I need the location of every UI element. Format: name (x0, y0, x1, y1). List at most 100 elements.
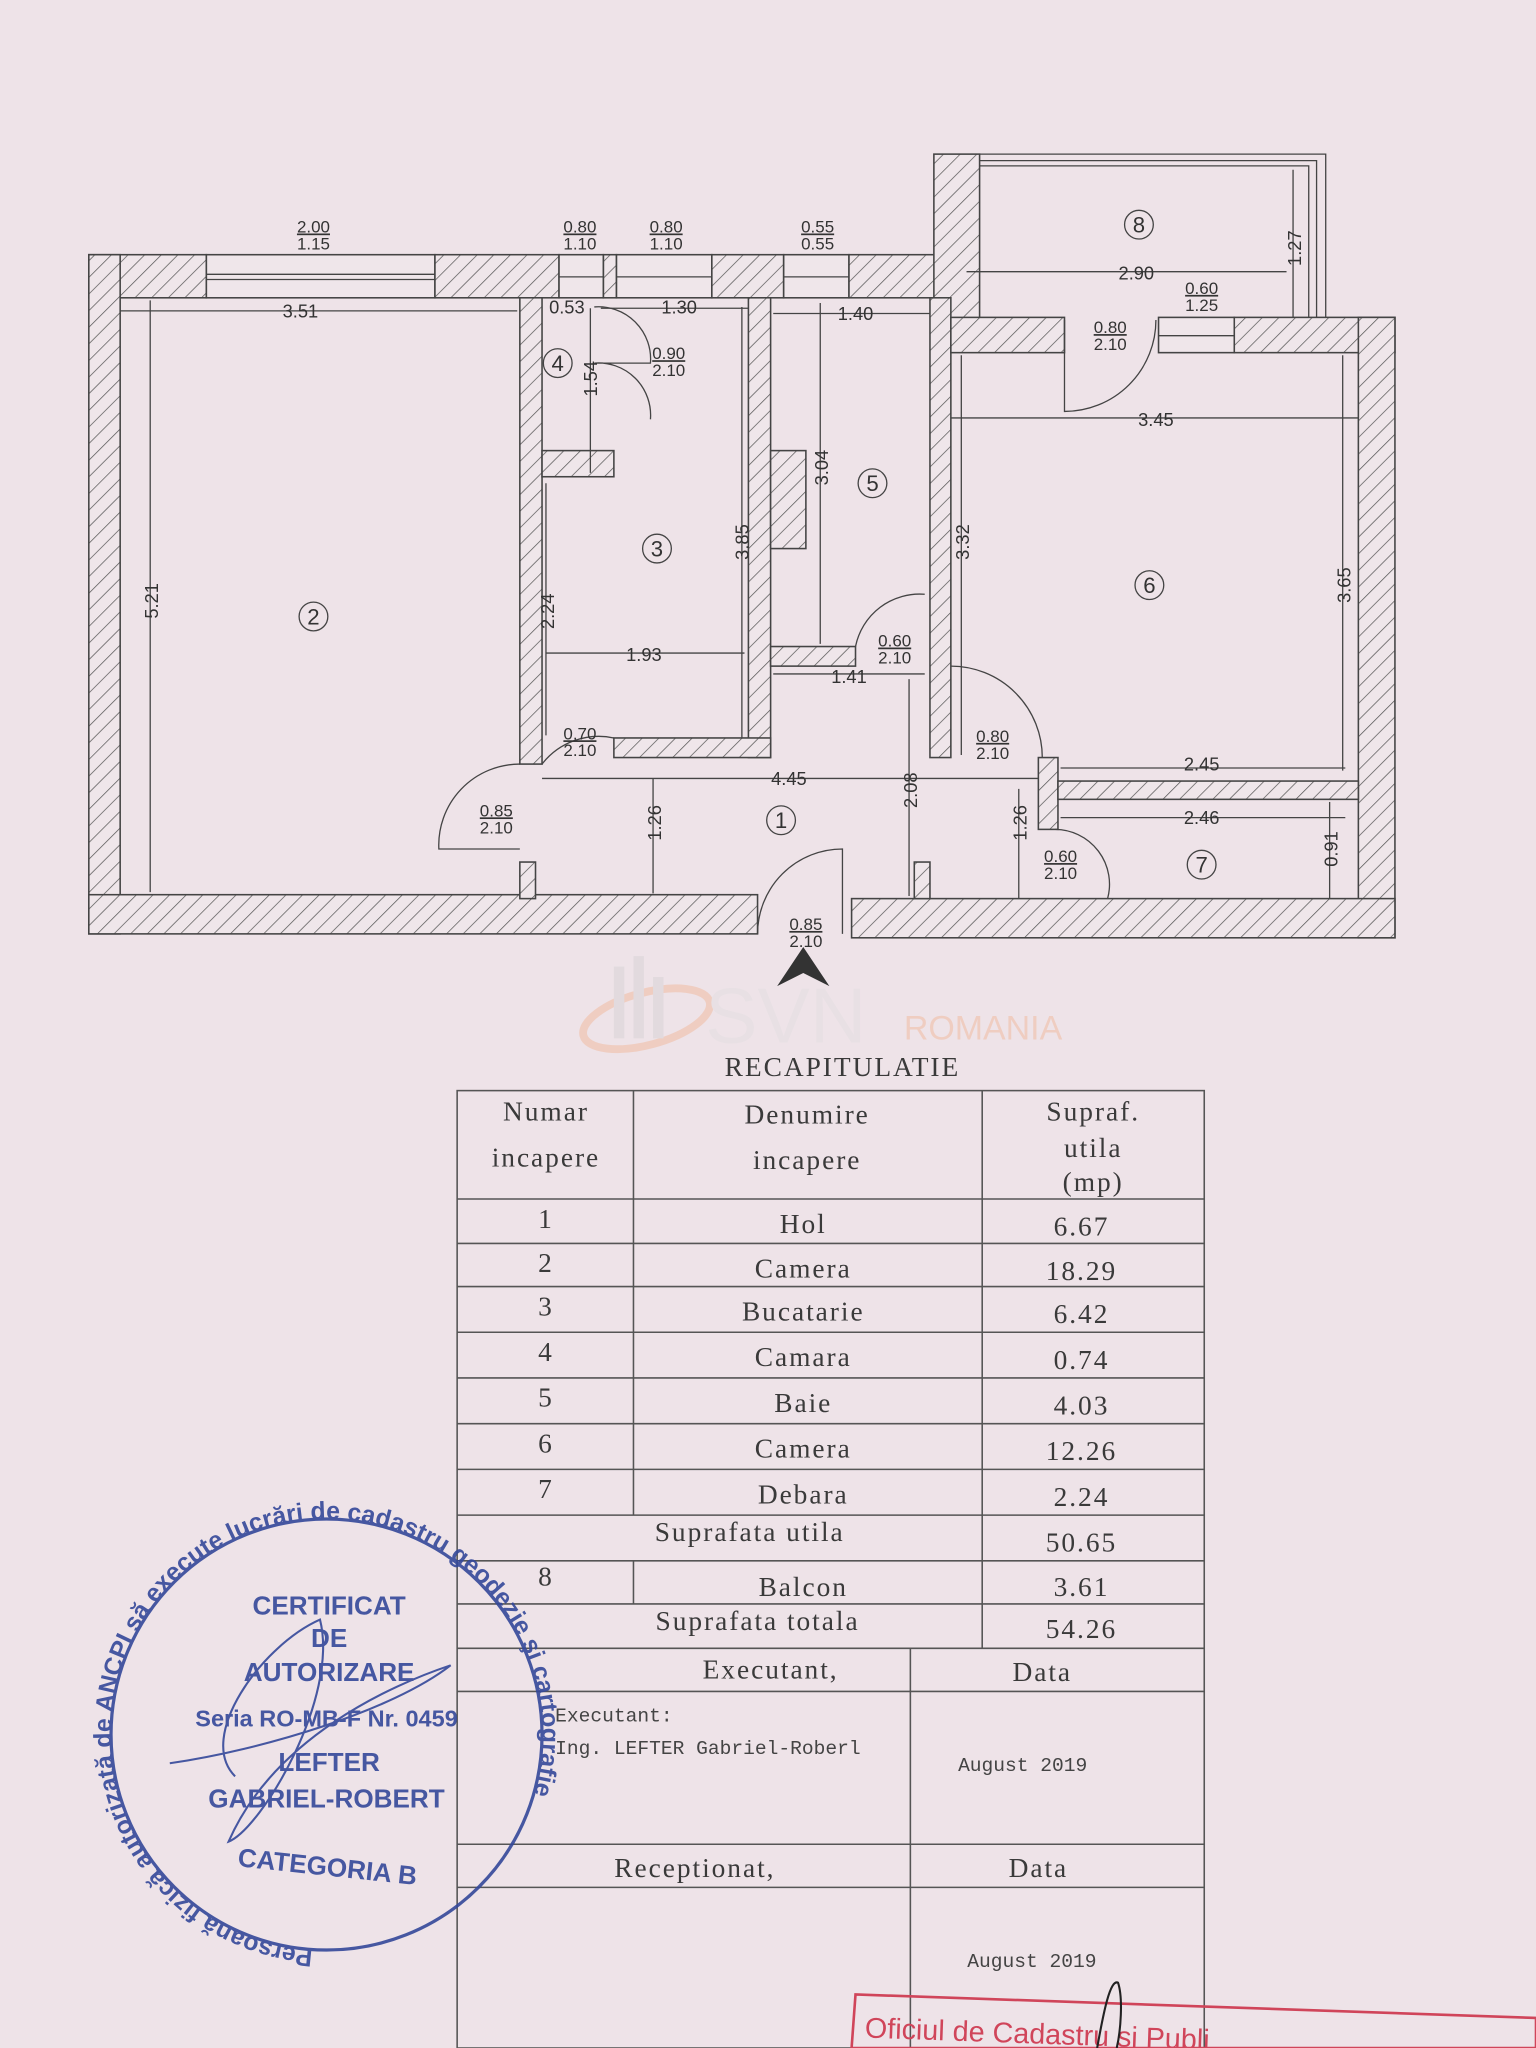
receptionat-date: August 2019 (967, 1951, 1096, 1973)
opening-height: 2.10 (1044, 864, 1077, 883)
room-number-6: 6 (1134, 570, 1165, 601)
door-swing (1063, 319, 1157, 413)
wall (1037, 756, 1059, 831)
signature (169, 1618, 452, 1844)
header-cell: Numar (503, 1097, 589, 1127)
svg-text:1: 1 (775, 808, 787, 833)
opening-height: 2.10 (652, 361, 685, 380)
opening-height: 2.10 (480, 818, 513, 837)
table-cell-area: 12.26 (1046, 1436, 1117, 1466)
dim-label: 4.45 (771, 768, 807, 789)
total-area-label: Suprafata totala (656, 1606, 860, 1636)
dim-label: 1.41 (831, 666, 867, 687)
room-number-5: 5 (857, 468, 888, 499)
date-label: Data (1012, 1657, 1072, 1687)
room-number-3: 3 (641, 533, 672, 564)
opening-width: 0.60 (1185, 279, 1218, 298)
door-swing (1055, 828, 1111, 899)
stamp-line: CERTIFICAT (253, 1590, 406, 1620)
room-number-1: 1 (766, 805, 797, 836)
executant-label: Executant, (703, 1654, 839, 1684)
opening-height: 2.10 (878, 649, 911, 668)
wall (1357, 316, 1396, 939)
header-cell: incapere (753, 1145, 861, 1175)
svg-text:4: 4 (552, 351, 564, 376)
dim-label: 3.45 (1138, 409, 1174, 430)
floor-plan: 3.51 0.53 1.30 1.40 2.90 1.27 3.45 5.21 … (88, 153, 1396, 987)
table-cell-area: 4.03 (1054, 1391, 1110, 1421)
dim-label: 1.93 (626, 644, 662, 665)
table-title: RECAPITULATIE (725, 1052, 961, 1082)
wall (613, 737, 772, 759)
wall (933, 153, 981, 321)
dim-label: 2.46 (1184, 807, 1220, 828)
table-cell-nr: 5 (538, 1383, 554, 1413)
table-cell: 3.61 (1054, 1572, 1110, 1602)
header-cell: incapere (492, 1142, 600, 1172)
wall (711, 253, 785, 299)
door-swing (854, 593, 925, 647)
opening-width: 2.00 (297, 217, 330, 236)
authorization-stamp: Persoană fizică autorizată de ANCPI să e… (90, 1498, 563, 1971)
dim-label: 1.26 (1010, 805, 1031, 841)
dim-label: 1.54 (580, 361, 601, 397)
opening-width: 0.85 (480, 801, 513, 820)
table-cell-nr: 1 (538, 1204, 554, 1234)
header-cell: (mp) (1063, 1167, 1124, 1197)
header-cell: Supraf. (1046, 1097, 1140, 1127)
opening-height: 1.25 (1185, 296, 1218, 315)
table-cell-nr: 7 (538, 1474, 554, 1504)
wall (769, 645, 857, 667)
svg-text:3: 3 (651, 536, 663, 561)
table-cell-name: Bucatarie (742, 1296, 865, 1326)
room-number-7: 7 (1186, 849, 1217, 880)
watermark-sub: ROMANIA (904, 1010, 1063, 1048)
dim-label: 0.53 (549, 296, 585, 317)
svg-text:7: 7 (1195, 852, 1207, 877)
wall (519, 297, 543, 765)
dim-label: 0.91 (1320, 831, 1341, 867)
wall (88, 893, 759, 935)
opening-width: 0.60 (878, 632, 911, 651)
room-number-2: 2 (298, 601, 329, 632)
dim-label: 3.65 (1334, 567, 1355, 603)
room-number-8: 8 (1123, 209, 1154, 240)
opening-height: 1.10 (563, 234, 596, 253)
dim-label: 1.27 (1284, 230, 1305, 266)
dim-label: 2.24 (537, 593, 558, 629)
table-cell-nr: 4 (538, 1337, 554, 1367)
wall (913, 861, 931, 900)
opening-height: 2.10 (1094, 335, 1127, 354)
table-cell-name: Camera (755, 1434, 852, 1464)
opening-width: 0.90 (652, 344, 685, 363)
dim-label: 5.21 (141, 583, 162, 619)
dimension-lines (120, 169, 1359, 899)
dim-label: 1.26 (644, 805, 665, 841)
executant-name: Ing. LEFTER Gabriel-Roberl (555, 1738, 860, 1760)
wall (602, 253, 618, 299)
opening-width: 0.80 (976, 727, 1009, 746)
dim-label: 2.90 (1119, 263, 1155, 284)
table-cell-nr: 2 (538, 1248, 554, 1278)
wall (519, 861, 537, 900)
opening-height: 2.10 (789, 932, 822, 951)
stamp-line: AUTORIZARE (244, 1657, 415, 1687)
wall (769, 449, 807, 550)
table-cell-area: 0.74 (1054, 1345, 1110, 1375)
wall (1057, 780, 1360, 801)
office-stamp-text: Oficiul de Cadastru si Publi (864, 2013, 1210, 2048)
useful-area-value: 50.65 (1046, 1528, 1117, 1558)
opening-width: 0.80 (650, 217, 683, 236)
receptionat-label: Receptionat, (614, 1853, 775, 1883)
opening-width: 0.85 (789, 915, 822, 934)
svg-text:2: 2 (307, 604, 319, 629)
dim-label: 1.40 (838, 303, 874, 324)
table-cell-area: 18.29 (1046, 1256, 1117, 1286)
dim-label: 3.51 (283, 300, 319, 321)
table-cell-nr: 3 (538, 1291, 554, 1321)
opening-width: 0.60 (1044, 847, 1077, 866)
dimension-labels: 3.51 0.53 1.30 1.40 2.90 1.27 3.45 5.21 … (141, 230, 1354, 866)
dim-label: 2.08 (900, 772, 921, 808)
opening-height: 1.15 (297, 234, 330, 253)
wall (434, 253, 560, 299)
